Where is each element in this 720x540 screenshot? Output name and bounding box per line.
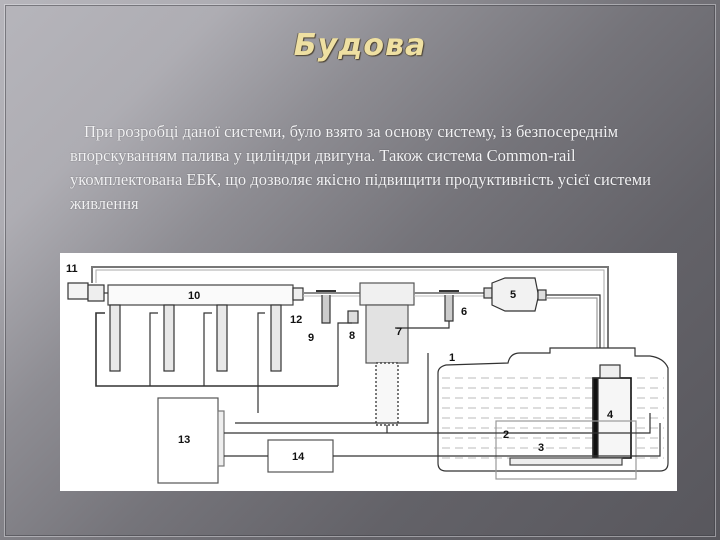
label-1: 1 bbox=[449, 352, 455, 364]
label-13: 13 bbox=[178, 434, 190, 446]
label-11: 11 bbox=[66, 263, 78, 275]
slide-body-text: При розробці даної системи, було взято з… bbox=[70, 120, 670, 216]
label-6: 6 bbox=[461, 306, 467, 318]
label-12: 12 bbox=[290, 314, 302, 326]
body-paragraph: При розробці даної системи, було взято з… bbox=[70, 122, 652, 213]
slide-title: Будова bbox=[293, 28, 427, 63]
common-rail-diagram: 11 10 12 9 8 7 6 5 1 4 2 3 13 14 bbox=[60, 253, 677, 491]
label-3: 3 bbox=[538, 442, 544, 454]
label-10: 10 bbox=[188, 290, 200, 302]
label-5: 5 bbox=[510, 289, 516, 301]
label-2: 2 bbox=[503, 429, 509, 441]
label-8: 8 bbox=[349, 330, 355, 342]
label-9: 9 bbox=[308, 332, 314, 344]
label-14: 14 bbox=[292, 451, 305, 463]
label-7: 7 bbox=[396, 326, 402, 338]
label-4: 4 bbox=[607, 409, 614, 421]
